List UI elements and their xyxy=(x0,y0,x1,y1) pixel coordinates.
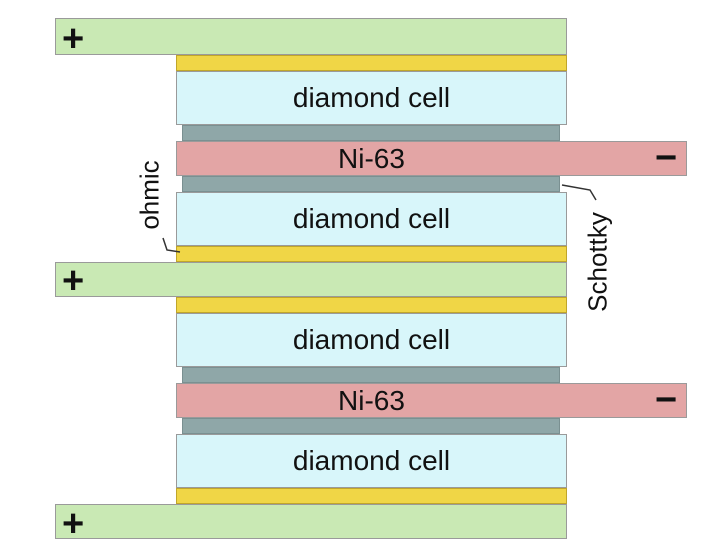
positive-electrode-middle xyxy=(55,262,567,297)
ohmic-contact-2 xyxy=(176,246,567,262)
ni63-label: Ni-63 xyxy=(338,384,405,416)
minus-sign-2: − xyxy=(655,379,678,421)
schottky-layer-4 xyxy=(182,418,560,434)
ohmic-contact-4 xyxy=(176,488,567,504)
ohmic-label: ohmic xyxy=(134,160,165,230)
diamond-cell-3: diamond cell xyxy=(176,313,567,367)
plus-sign-middle: + xyxy=(62,260,85,302)
plus-sign-bottom: + xyxy=(62,503,85,545)
schottky-layer-2 xyxy=(182,176,560,192)
minus-sign-1: − xyxy=(655,137,678,179)
diamond-cell-label: diamond cell xyxy=(292,82,451,113)
diamond-cell-2: diamond cell xyxy=(176,192,567,246)
ni63-source-1: Ni-63 xyxy=(176,141,687,176)
diamond-cell-label: diamond cell xyxy=(292,203,451,234)
diamond-cell-4: diamond cell xyxy=(176,434,567,488)
ni63-label: Ni-63 xyxy=(338,142,405,174)
diamond-cell-label: diamond cell xyxy=(292,324,451,355)
positive-electrode-bottom xyxy=(55,504,567,539)
diamond-cell-1: diamond cell xyxy=(176,71,567,125)
schottky-label: Schottky xyxy=(582,212,613,312)
ohmic-contact-3 xyxy=(176,297,567,313)
diamond-cell-label: diamond cell xyxy=(292,445,451,476)
schottky-layer-1 xyxy=(182,125,560,141)
ohmic-leader-line xyxy=(162,237,181,253)
plus-sign-top: + xyxy=(62,18,85,60)
schottky-layer-3 xyxy=(182,367,560,383)
positive-electrode-top xyxy=(55,18,567,55)
schottky-leader-line xyxy=(561,184,597,201)
ohmic-contact-1 xyxy=(176,55,567,71)
ni63-source-2: Ni-63 xyxy=(176,383,687,418)
